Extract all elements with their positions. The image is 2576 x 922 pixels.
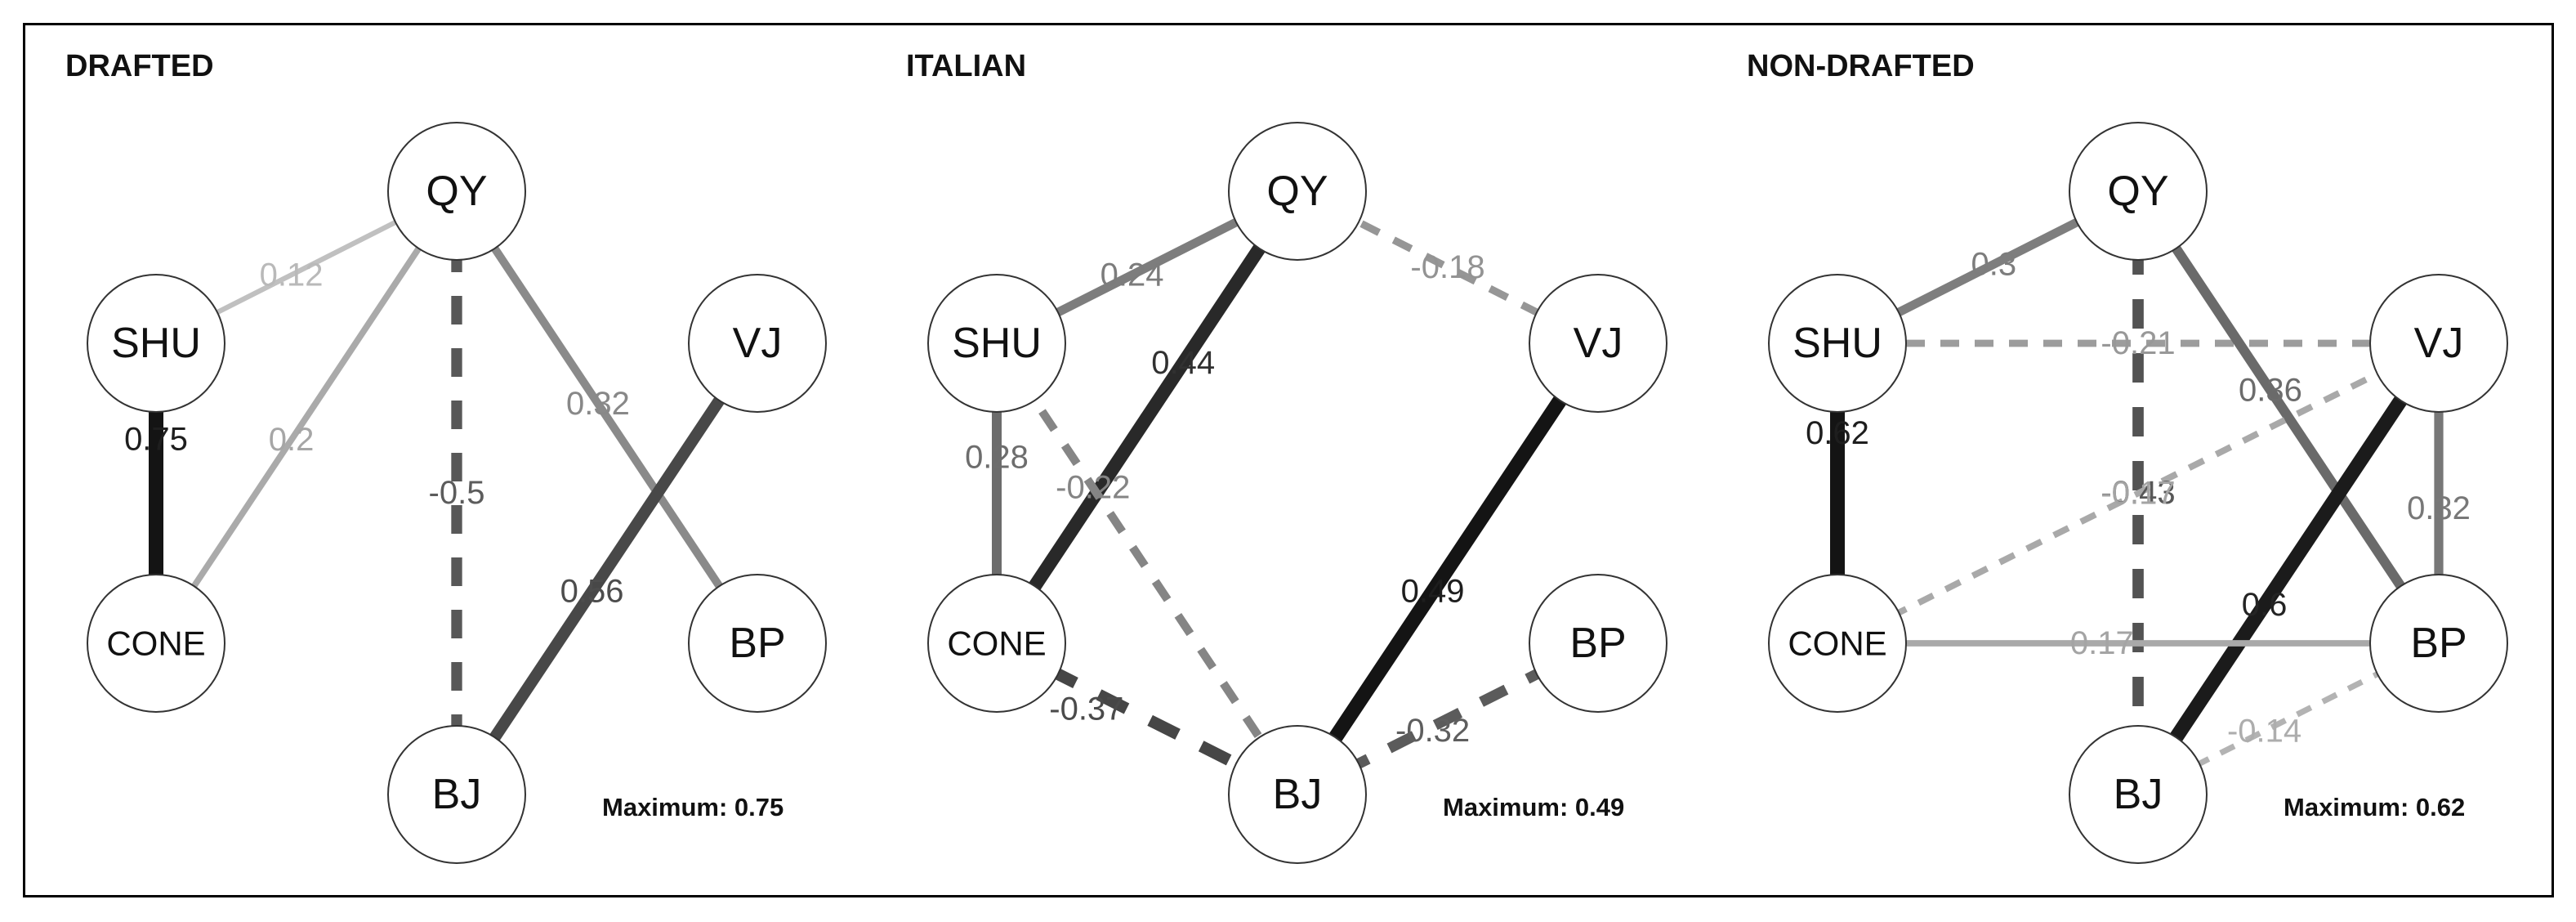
node-vj: VJ: [1529, 274, 1667, 413]
node-label: SHU: [111, 320, 201, 367]
node-label: CONE: [1788, 624, 1886, 663]
node-label: QY: [1266, 168, 1328, 215]
edge-label-vj-bj: 0.49: [1401, 574, 1465, 610]
edge-label-qy-shu: 0.3: [1971, 246, 2017, 282]
node-bj: BJ: [2069, 725, 2208, 864]
node-label: BJ: [1273, 771, 1323, 818]
edge-label-shu-cone: 0.62: [1806, 415, 1869, 451]
edge-label-qy-bj: -0.5: [429, 475, 485, 511]
edge-label-qy-cone: 0.2: [269, 422, 315, 458]
node-label: QY: [426, 168, 487, 215]
node-shu: SHU: [927, 274, 1066, 413]
maximum-label: Maximum: 0.62: [2284, 793, 2465, 821]
node-cone: CONE: [87, 574, 225, 713]
node-label: VJ: [1574, 320, 1623, 367]
maximum-label: Maximum: 0.49: [1443, 793, 1624, 821]
node-circle: [688, 574, 827, 713]
node-label: BJ: [2114, 771, 2163, 818]
panel-title: NON-DRAFTED: [1747, 49, 1975, 83]
panel-title: DRAFTED: [65, 49, 214, 83]
node-circle: [1228, 725, 1367, 864]
edge-label-cone-bp: 0.17: [2070, 625, 2134, 661]
node-bp: BP: [2369, 574, 2508, 713]
panel-non-drafted: NON-DRAFTED QY SHU VJ CONE BP BJ 0.3 -0.21 0.62 -0…: [1747, 49, 2508, 864]
node-label: BP: [2410, 620, 2467, 667]
edge-vj-bj: [451, 339, 763, 799]
edge-shu-bj: [993, 341, 1301, 797]
node-bj: BJ: [1228, 725, 1367, 864]
edge-label-qy-shu: 0.24: [1100, 257, 1164, 293]
node-shu: SHU: [1768, 274, 1907, 413]
node-circle: [927, 574, 1066, 713]
edge-label-qy-vj: -0.18: [1410, 249, 1484, 285]
node-circle: [2369, 274, 2508, 413]
node-label: BP: [729, 620, 785, 667]
node-shu: SHU: [87, 274, 225, 413]
node-circle: [87, 274, 225, 413]
node-label: CONE: [106, 624, 205, 663]
maximum-label: Maximum: 0.75: [602, 793, 784, 821]
node-label: BP: [1569, 620, 1626, 667]
edge-label-bp-bj: -0.14: [2227, 713, 2301, 749]
node-cone: CONE: [1768, 574, 1907, 713]
node-vj: VJ: [688, 274, 827, 413]
edge-label-qy-cone: 0.44: [1151, 345, 1215, 381]
edge-label-qy-bp: 0.36: [2239, 372, 2302, 408]
edge-label-shu-vj: -0.21: [2101, 325, 2175, 361]
node-label: SHU: [952, 320, 1042, 367]
node-label: QY: [2107, 168, 2168, 215]
node-circle: [2369, 574, 2508, 713]
edge-label-vj-bj: 0.56: [560, 574, 624, 610]
edge-label-vj-bp: 0.32: [2407, 490, 2471, 526]
node-circle: [387, 725, 526, 864]
panel-title: ITALIAN: [906, 49, 1026, 83]
edge-label-shu-bj: -0.22: [1056, 470, 1130, 506]
edge-qy-bp: [453, 189, 761, 646]
node-circle: [1529, 574, 1667, 713]
node-circle: [927, 274, 1066, 413]
node-label: SHU: [1792, 320, 1882, 367]
edge-label-vj-bj: 0.6: [2242, 587, 2288, 623]
node-qy: QY: [387, 122, 526, 261]
node-circle: [688, 274, 827, 413]
edge-label-qy-bj: -0.43: [2101, 475, 2175, 511]
node-circle: [2069, 725, 2208, 864]
node-bp: BP: [1529, 574, 1667, 713]
node-label: VJ: [733, 320, 783, 367]
node-circle: [1768, 274, 1907, 413]
edge-qy-cone: [991, 187, 1303, 647]
node-circle: [87, 574, 225, 713]
node-label: BJ: [432, 771, 482, 818]
edge-cone-vj: [1836, 340, 2440, 647]
edge-label-bp-bj: -0.32: [1395, 713, 1470, 749]
edge-label-qy-shu: 0.12: [260, 257, 324, 293]
edge-qy-bp: [2133, 188, 2444, 647]
edge-label-shu-cone: 0.28: [965, 439, 1029, 475]
node-label: CONE: [947, 624, 1046, 663]
edge-label-shu-cone: 0.75: [124, 421, 188, 457]
node-qy: QY: [2069, 122, 2208, 261]
node-circle: [1529, 274, 1667, 413]
edge-vj-bj: [1291, 339, 1605, 799]
node-qy: QY: [1228, 122, 1367, 261]
node-circle: [2069, 122, 2208, 261]
node-circle: [1768, 574, 1907, 713]
edge-label-cone-vj: -0.17: [2101, 476, 2175, 512]
edge-label-qy-bp: 0.32: [566, 386, 630, 422]
node-circle: [387, 122, 526, 261]
node-circle: [1228, 122, 1367, 261]
edge-label-cone-bj: -0.37: [1049, 691, 1123, 727]
node-vj: VJ: [2369, 274, 2508, 413]
edge-vj-bj: [2132, 339, 2445, 799]
edge-qy-cone: [153, 189, 460, 646]
node-bp: BP: [688, 574, 827, 713]
panel-drafted: DRAFTED QY SHU VJ CONE BP BJ 0.75 0.12 0.2 0.32 -0.…: [65, 49, 827, 864]
node-cone: CONE: [927, 574, 1066, 713]
node-label: VJ: [2414, 320, 2464, 367]
node-bj: BJ: [387, 725, 526, 864]
